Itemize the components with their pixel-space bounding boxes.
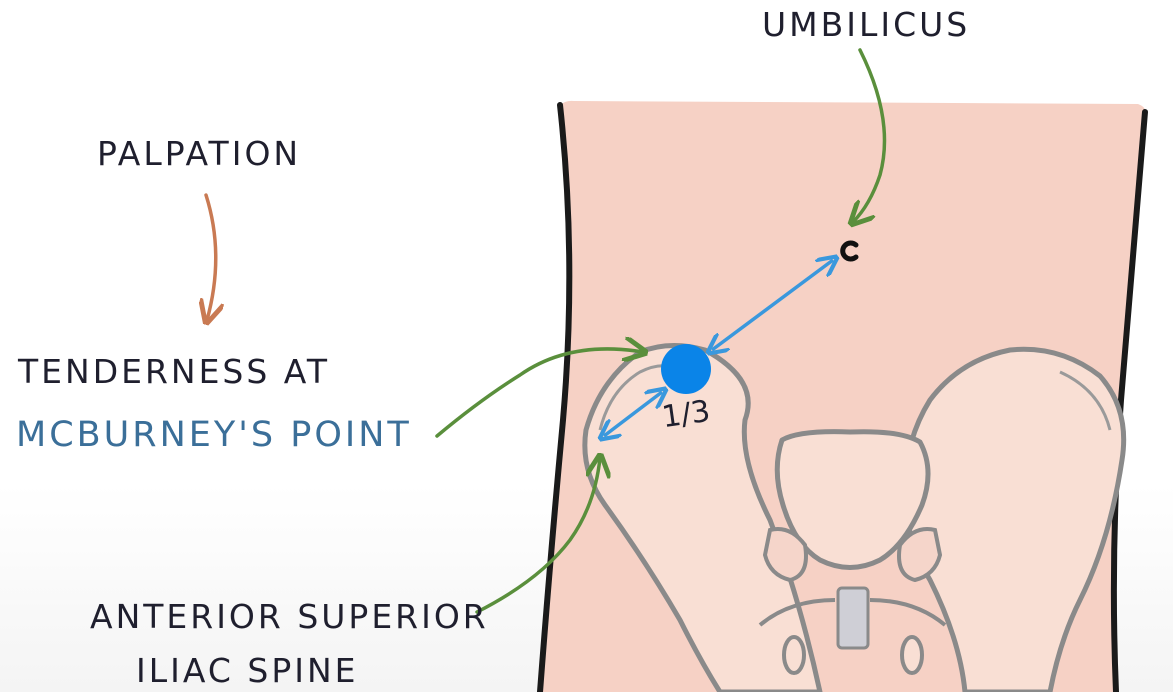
palpation-to-tenderness-arrow [206, 193, 216, 320]
mcburneys-point-label: McBURNEY'S POINT [16, 415, 412, 455]
mcburney-pointer-arrow [435, 349, 643, 438]
one-third-fraction-label: 1/3 [659, 393, 713, 436]
torso-left-outline [537, 102, 573, 692]
torso-right-outline [1110, 109, 1148, 692]
umbilicus-label: UMBILICUS [762, 5, 971, 44]
mcburney-point [661, 344, 711, 394]
umbilicus-mark [840, 240, 859, 262]
mcburney-to-asis-arrow [604, 392, 662, 436]
pubic-arch [758, 598, 947, 627]
right-iliac-crest [1059, 370, 1112, 431]
asis-label-line1: ANTERIOR SUPERIOR [90, 597, 489, 636]
right-iliac-wing [902, 346, 1127, 692]
right-obturator-foramen [900, 635, 924, 675]
umbilicus-to-mcburney-arrow [712, 260, 833, 350]
asis-pointer-arrow [475, 458, 600, 614]
sacral-left-ala [762, 527, 808, 583]
umbilicus-pointer-arrow [853, 48, 887, 222]
sacral-right-ala [897, 527, 943, 583]
asis-label-line2: ILIAC SPINE [136, 651, 359, 690]
coccyx [836, 586, 870, 650]
left-obturator-foramen [782, 635, 806, 675]
tenderness-at-label: TENDERNESS AT [18, 352, 330, 391]
palpation-label: PALPATION [97, 134, 302, 173]
